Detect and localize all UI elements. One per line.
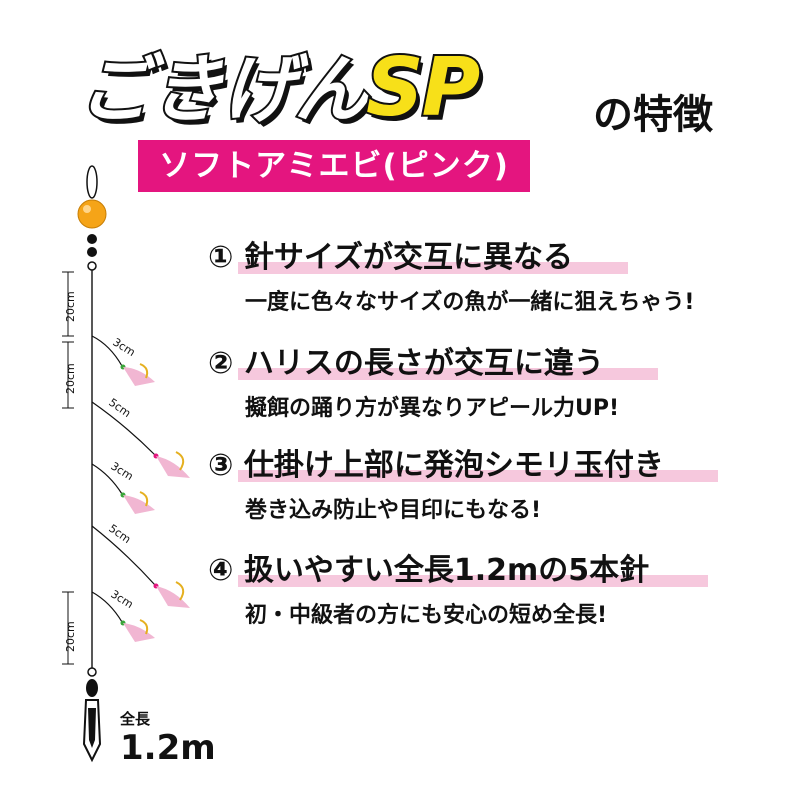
branch-1 — [91, 335, 155, 386]
float-bead — [77, 199, 107, 229]
feature-heading: ④ 扱いやすい全長1.2mの5本針 — [208, 545, 708, 589]
swivel-mid — [87, 247, 97, 257]
swivel-bottom — [86, 679, 98, 697]
top-loop — [86, 165, 98, 199]
title-main: ごきげんSP — [76, 30, 482, 137]
title-main-text: ごきげん — [76, 45, 370, 135]
branch-4 — [91, 525, 190, 608]
branch-2 — [91, 401, 190, 478]
feature-heading: ① 針サイズが交互に異なる — [208, 232, 628, 276]
branch-label: 3cm — [108, 588, 135, 612]
branch-label: 5cm — [106, 522, 133, 546]
title-suffix: の特徴 — [593, 92, 713, 138]
feature-body: 擬餌の踊り方が異なりアピール力UP! — [245, 396, 620, 421]
feature-2: ② ハリスの長さが交互に違う 擬餌の踊り方が異なりアピール力UP! — [208, 338, 658, 421]
snap — [82, 699, 102, 763]
dim-2 — [62, 341, 74, 409]
branch-5 — [91, 591, 155, 642]
branch-label: 5cm — [106, 396, 133, 420]
dim-label: 20cm — [64, 621, 77, 652]
product-banner: ソフトアミエビ(ピンク) — [138, 140, 530, 192]
feature-heading: ② ハリスの長さが交互に違う — [208, 338, 658, 382]
feature-4: ④ 扱いやすい全長1.2mの5本針 初・中級者の方にも安心の短め全長! — [208, 545, 708, 628]
dim-label: 20cm — [64, 291, 77, 322]
title: ごきげんSP の特徴 — [76, 30, 758, 140]
swivel-ring — [87, 261, 97, 271]
total-length-label: 全長 — [120, 710, 151, 728]
title-sp: SP — [364, 39, 482, 136]
dim-label: 20cm — [64, 363, 77, 394]
feature-3: ③ 仕掛け上部に発泡シモリ玉付き 巻き込み防止や目印にもなる! — [208, 440, 718, 523]
dim-1 — [62, 271, 74, 337]
feature-heading: ③ 仕掛け上部に発泡シモリ玉付き — [208, 440, 718, 484]
swivel-top — [87, 234, 97, 244]
branch-3 — [91, 463, 155, 514]
branch-label: 3cm — [108, 460, 135, 484]
float-highlight — [83, 205, 91, 213]
feature-body: 一度に色々なサイズの魚が一緒に狙えちゃう! — [245, 290, 695, 315]
total-length-value: 1.2m — [120, 728, 216, 768]
feature-1: ① 針サイズが交互に異なる 一度に色々なサイズの魚が一緒に狙えちゃう! — [208, 232, 694, 315]
snap-inner — [88, 708, 96, 748]
feature-body: 巻き込み防止や目印にもなる! — [245, 498, 542, 523]
swivel-bottom-ring — [87, 667, 97, 677]
dim-3 — [62, 591, 74, 665]
feature-body: 初・中級者の方にも安心の短め全長! — [245, 603, 608, 628]
